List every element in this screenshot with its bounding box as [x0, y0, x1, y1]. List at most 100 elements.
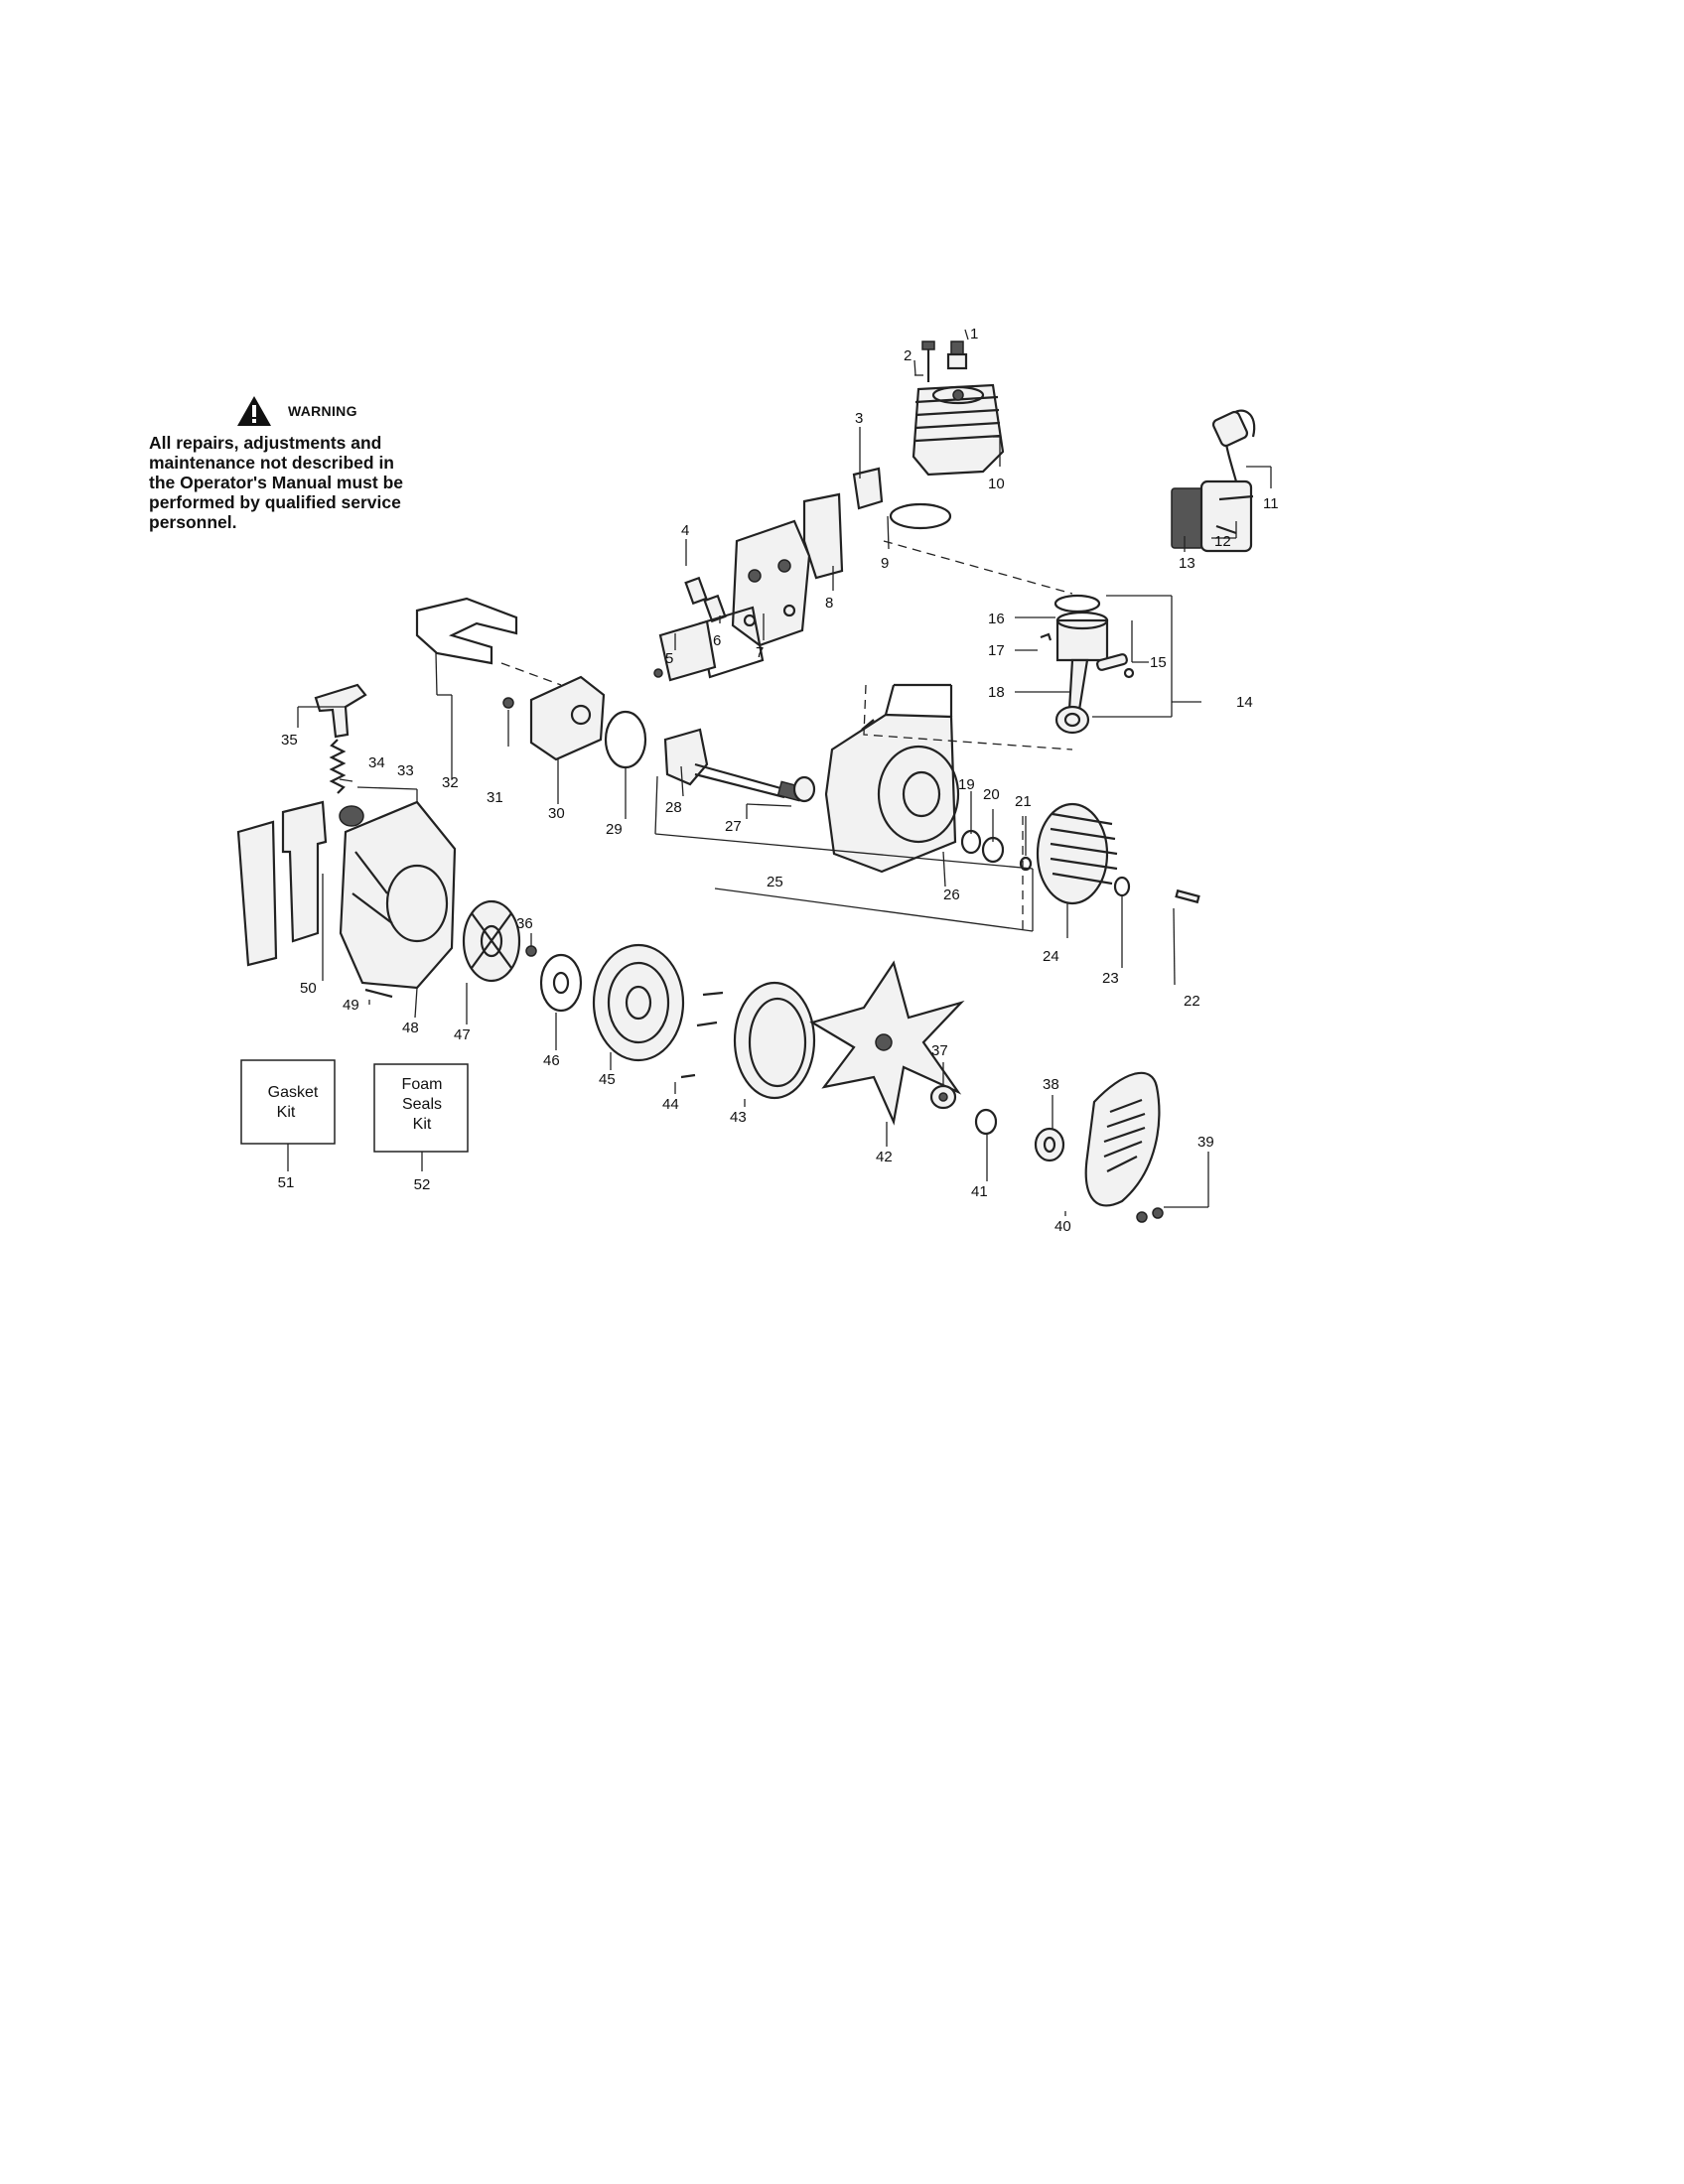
part-cylinder-screw [921, 341, 935, 382]
part-bearing-small [960, 829, 982, 855]
gasket-kit-label-line: Gasket [268, 1084, 319, 1101]
part-washer-small [974, 1108, 998, 1136]
part-cylinder [912, 383, 1005, 477]
part-retainer [1019, 856, 1033, 872]
part-impeller-fan [809, 960, 965, 1126]
callout-37: 37 [931, 1042, 948, 1059]
callout-41: 41 [971, 1183, 988, 1200]
part-housing-screw [364, 988, 393, 999]
callout-19: 19 [958, 776, 975, 793]
warning-notice: WARNING All repairs, adjustments and mai… [149, 395, 465, 532]
callout-6: 6 [713, 632, 721, 649]
warning-text: All repairs, adjustments and maintenance… [149, 433, 465, 532]
part-cylinder-gasket [889, 502, 952, 530]
warning-line: All repairs, adjustments and [149, 433, 382, 453]
callout-21: 21 [1015, 793, 1032, 810]
part-piston-assembly [1054, 611, 1128, 735]
part-starter-housing [592, 943, 685, 1062]
callout-1: 1 [970, 326, 978, 342]
warning-line: personnel. [149, 512, 237, 532]
callout-7: 7 [756, 644, 764, 661]
callout-10: 10 [988, 476, 1005, 492]
callout-4: 4 [681, 522, 689, 539]
callout-32: 32 [442, 774, 459, 791]
callout-46: 46 [543, 1052, 560, 1069]
callout-23: 23 [1102, 970, 1119, 987]
foam-kit-label-line: Seals [402, 1096, 442, 1113]
callout-26: 26 [943, 887, 960, 903]
part-starter-screws [680, 991, 724, 1079]
part-woodruff-key [1175, 888, 1200, 904]
part-bushing [1034, 1127, 1065, 1162]
callout-18: 18 [988, 684, 1005, 701]
part-crank-seal [792, 775, 816, 803]
part-piston-ring [1053, 594, 1101, 614]
callout-43: 43 [730, 1109, 747, 1126]
part-pulley-screw [525, 945, 537, 957]
callout-31: 31 [487, 789, 503, 806]
callout-52: 52 [414, 1176, 431, 1193]
warning-line: the Operator's Manual must be [149, 473, 404, 492]
warning-header: WARNING [236, 395, 465, 427]
part-blower-cover [1084, 1071, 1161, 1207]
part-crankcase [824, 683, 960, 874]
part-carburetor-adapter [529, 675, 606, 761]
callout-45: 45 [599, 1071, 616, 1088]
callout-25: 25 [767, 874, 783, 890]
warning-title: WARNING [288, 403, 357, 419]
foam-kit-label-line: Foam [402, 1076, 443, 1093]
callout-35: 35 [281, 732, 298, 749]
callout-36: 36 [516, 915, 533, 932]
part-ignition-module [1171, 409, 1256, 553]
callout-33: 33 [397, 762, 414, 779]
part-module-screw-upper [1218, 494, 1254, 501]
callout-5: 5 [665, 650, 673, 667]
callout-28: 28 [665, 799, 682, 816]
part-crankshaft [663, 728, 804, 802]
callout-24: 24 [1043, 948, 1059, 965]
part-flywheel [1036, 802, 1118, 905]
part-impeller-nut [929, 1084, 957, 1110]
callout-47: 47 [454, 1026, 471, 1043]
part-starter-pulley [462, 899, 521, 983]
part-starter-handle [314, 683, 367, 739]
callout-39: 39 [1197, 1134, 1214, 1151]
callout-38: 38 [1043, 1076, 1059, 1093]
alignment-lines [500, 540, 1073, 931]
callout-44: 44 [662, 1096, 679, 1113]
foam-kit-label-line: Kit [413, 1116, 432, 1133]
gasket-kit-box: Gasket Kit [240, 1059, 336, 1145]
warning-triangle-icon [237, 396, 271, 426]
callout-49: 49 [343, 997, 359, 1014]
warning-line: performed by qualified service [149, 492, 401, 512]
part-module-screw-lower [1215, 524, 1237, 535]
callout-40: 40 [1054, 1218, 1071, 1235]
part-spark-plug [946, 341, 968, 370]
part-knob [339, 805, 364, 827]
part-inlet-ring [733, 981, 816, 1100]
part-foam-seals [236, 800, 328, 967]
part-cover-screws [1136, 1207, 1164, 1223]
callout-27: 27 [725, 818, 742, 835]
part-handle-bracket [415, 597, 518, 665]
callout-9: 9 [881, 555, 889, 572]
callout-3: 3 [855, 410, 863, 427]
part-piston-clip-left [1040, 632, 1052, 641]
callout-20: 20 [983, 786, 1000, 803]
callout-13: 13 [1179, 555, 1195, 572]
part-fan-housing [339, 800, 457, 990]
part-callouts: 1 2 3 4 5 6 7 8 9 10 11 12 13 14 15 16 1… [281, 326, 1279, 1235]
warning-line: maintenance not described in [149, 453, 394, 473]
callout-15: 15 [1150, 654, 1167, 671]
callout-51: 51 [278, 1174, 295, 1191]
callout-14: 14 [1236, 694, 1253, 711]
part-muffler-screws [684, 576, 727, 623]
part-spring [329, 739, 347, 794]
leader-lines [287, 329, 1272, 1216]
part-muffler-cover [653, 619, 717, 682]
part-adapter-screw [502, 697, 514, 709]
callout-42: 42 [876, 1149, 893, 1165]
gasket-kit-label-line: Kit [277, 1104, 296, 1121]
foam-seals-kit-box: Foam Seals Kit [373, 1063, 469, 1153]
